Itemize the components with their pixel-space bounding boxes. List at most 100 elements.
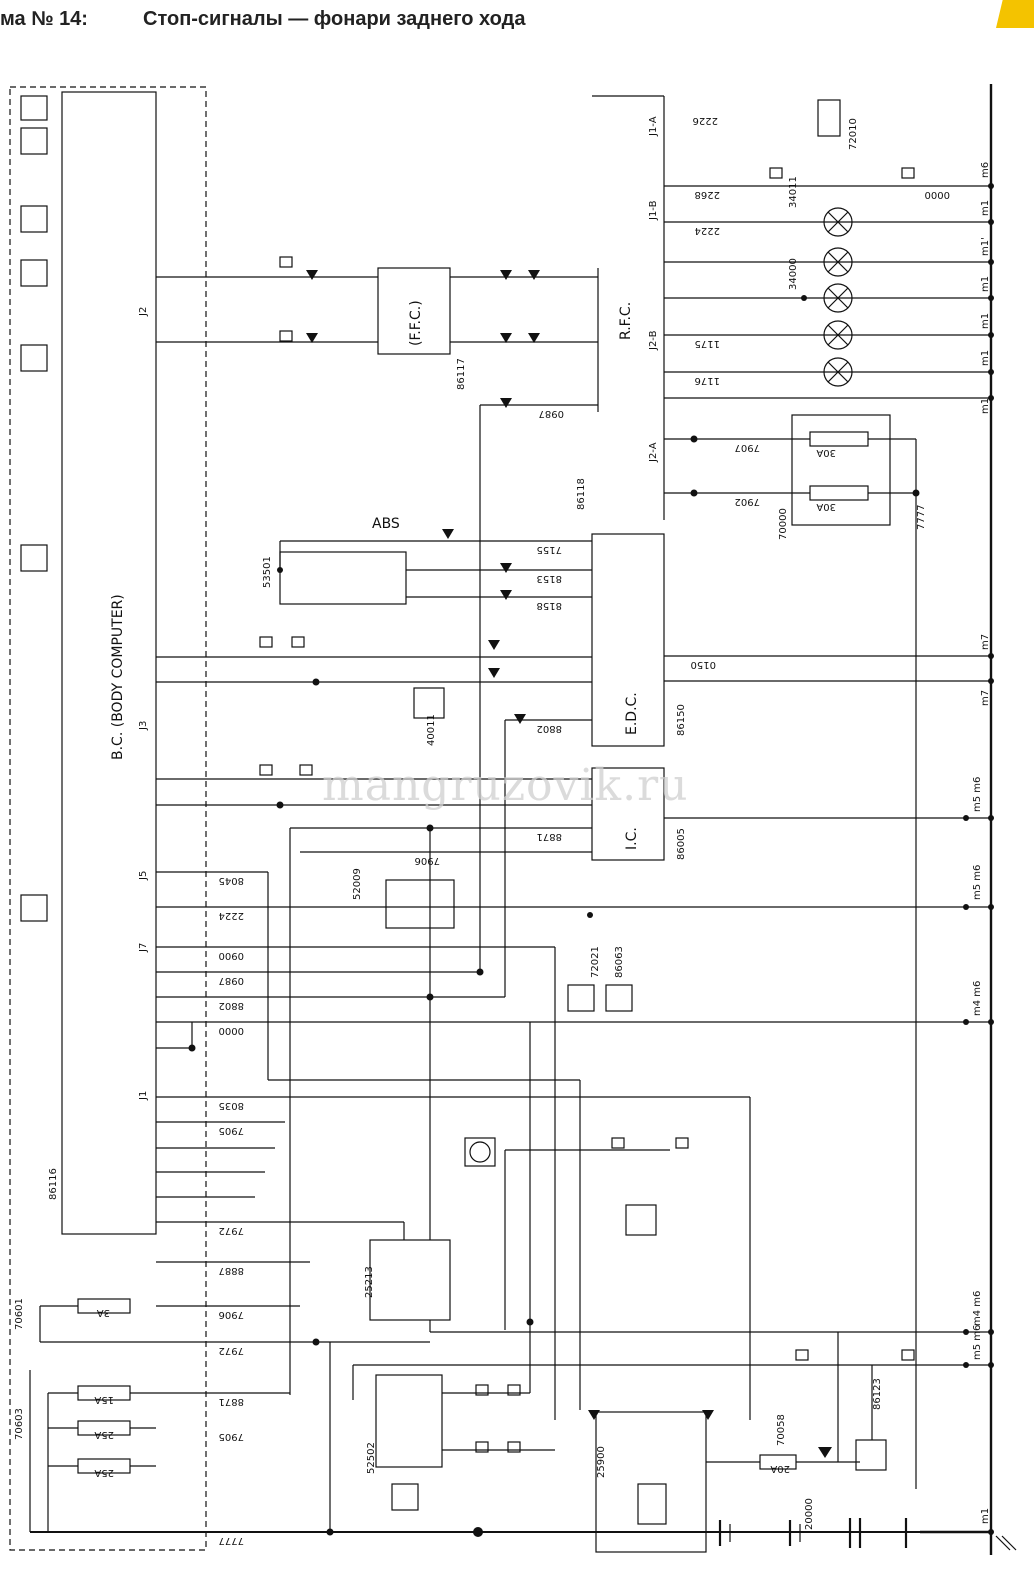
connector-label: J3 xyxy=(138,721,149,731)
code-20000: 20000 xyxy=(804,1498,815,1530)
wire-code: 7777 xyxy=(916,505,927,530)
fuse-rating: 20A xyxy=(770,1463,790,1474)
label-abs: ABS xyxy=(372,516,400,532)
ground-label: m6 xyxy=(980,162,991,178)
code-25900: 25900 xyxy=(596,1446,607,1478)
connector-label: J2 xyxy=(138,307,149,317)
code-86063: 86063 xyxy=(614,946,625,978)
code-86116: 86116 xyxy=(48,1168,59,1200)
fuse-rating: 15A xyxy=(94,1394,114,1405)
connector-label: J2-A xyxy=(648,442,659,463)
label-ffc: (F.F.C.) xyxy=(408,300,424,346)
fuse-ratings: 30A 30A 3A 15A 25A 25A 20A xyxy=(94,447,836,1478)
ground-label: m4 m6 xyxy=(972,981,983,1016)
ground-label: m7 xyxy=(980,634,991,650)
label-edc: E.D.C. xyxy=(624,692,640,735)
wire-code: 8045 xyxy=(219,875,244,886)
wire-code: 7905 xyxy=(219,1431,244,1442)
code-86150: 86150 xyxy=(676,704,687,736)
label-body-computer: B.C. (BODY COMPUTER) xyxy=(110,594,126,760)
ground-label: m7 xyxy=(980,690,991,706)
wire-code: 8153 xyxy=(537,573,562,584)
wire-code: 7906 xyxy=(219,1309,244,1320)
wire-code: 7777 xyxy=(219,1535,244,1546)
ground-label: m4 m6 xyxy=(972,1291,983,1326)
wire-code: 1175 xyxy=(695,338,720,349)
wire-code: 8871 xyxy=(219,1396,244,1407)
fuse-rating: 25A xyxy=(94,1429,114,1440)
scheme-number: ма № 14: xyxy=(0,8,88,30)
ground-label: m1 xyxy=(980,276,991,292)
code-72021: 72021 xyxy=(590,946,601,978)
wire-code: 2224 xyxy=(219,910,244,921)
code-34011: 34011 xyxy=(788,176,799,208)
code-72010: 72010 xyxy=(848,118,859,150)
ground-label: m5 m6 xyxy=(972,1325,983,1360)
ground-label: m5 m6 xyxy=(972,777,983,812)
wire-code: 1176 xyxy=(695,375,720,386)
wire-code: 7155 xyxy=(537,544,562,555)
wire-code: 7905 xyxy=(219,1125,244,1136)
code-86117: 86117 xyxy=(456,358,467,390)
wire-code: 0000 xyxy=(219,1025,244,1036)
ground-labels: m6 m1 m1' m1 m1 m1 m1 m7 m7 m5 m6 m5 m6 … xyxy=(972,162,991,1524)
label-ic: I.C. xyxy=(624,827,640,850)
ground-label: m1 xyxy=(980,313,991,329)
connector-labels: J1 J2 J3 J5 J7 J1-A J1-B J2-A J2-B xyxy=(138,116,659,1101)
connector-label: J1-B xyxy=(648,200,659,221)
fuse-rating: 30A xyxy=(816,501,836,512)
ground-label: m1 xyxy=(980,350,991,366)
ground-label: m1 xyxy=(980,200,991,216)
code-34000: 34000 xyxy=(788,258,799,290)
wire-code: 0000 xyxy=(925,189,950,200)
wire-code: 8802 xyxy=(219,1000,244,1011)
wire-code: 7906 xyxy=(415,855,440,866)
ground-label: m1' xyxy=(980,237,991,256)
connector-label: J2-B xyxy=(648,330,659,351)
ground-label: m1 xyxy=(980,398,991,414)
wire-code: 8871 xyxy=(537,831,562,842)
watermark: mangruzovik.ru xyxy=(322,760,688,811)
wire-code: 8035 xyxy=(219,1100,244,1111)
code-40011: 40011 xyxy=(426,714,437,746)
code-53501: 53501 xyxy=(262,556,273,588)
fuse-rating: 3A xyxy=(97,1307,110,1318)
wire-codes: 0000 2226 2268 2224 1175 1176 7902 7907 … xyxy=(219,115,950,1546)
wire-code: 7972 xyxy=(219,1225,244,1236)
site-badge-icon xyxy=(996,0,1034,28)
label-rfc: R.F.C. xyxy=(618,302,634,340)
wire-code: 2226 xyxy=(693,115,718,126)
code-52009: 52009 xyxy=(352,868,363,900)
code-70058: 70058 xyxy=(776,1414,787,1446)
scheme-title: Стоп-сигналы — фонари заднего хода xyxy=(143,8,526,30)
code-86005: 86005 xyxy=(676,828,687,860)
component-codes: 86116 70601 70603 86117 53501 52009 2521… xyxy=(14,118,883,1530)
fuse-rating: 30A xyxy=(816,447,836,458)
ground-label: m1 xyxy=(980,1508,991,1524)
wire-code: 7972 xyxy=(219,1345,244,1356)
connector-label: J7 xyxy=(138,943,149,953)
code-86118: 86118 xyxy=(576,478,587,510)
wire-code: 8802 xyxy=(537,723,562,734)
code-52502: 52502 xyxy=(366,1442,377,1474)
wire-code: 2224 xyxy=(695,225,720,236)
wire-code: 8887 xyxy=(219,1265,244,1276)
code-70603: 70603 xyxy=(14,1408,25,1440)
wire-code: 7902 xyxy=(735,496,760,507)
code-25213: 25213 xyxy=(364,1266,375,1298)
wire-code: 2268 xyxy=(695,189,720,200)
connector-label: J5 xyxy=(138,871,149,881)
ground-label: m5 m6 xyxy=(972,865,983,900)
wire-code: 0987 xyxy=(219,975,244,986)
connector-label: J1-A xyxy=(648,116,659,137)
code-86123: 86123 xyxy=(872,1378,883,1410)
wire-code: 0900 xyxy=(219,950,244,961)
wire-code: 7907 xyxy=(735,442,760,453)
code-70601: 70601 xyxy=(14,1298,25,1330)
wire-code: 0150 xyxy=(691,659,716,670)
wire-code: 0987 xyxy=(539,408,564,419)
wire-code: 8158 xyxy=(537,600,562,611)
fuse-rating: 25A xyxy=(94,1467,114,1478)
connector-label: J1 xyxy=(138,1091,149,1101)
